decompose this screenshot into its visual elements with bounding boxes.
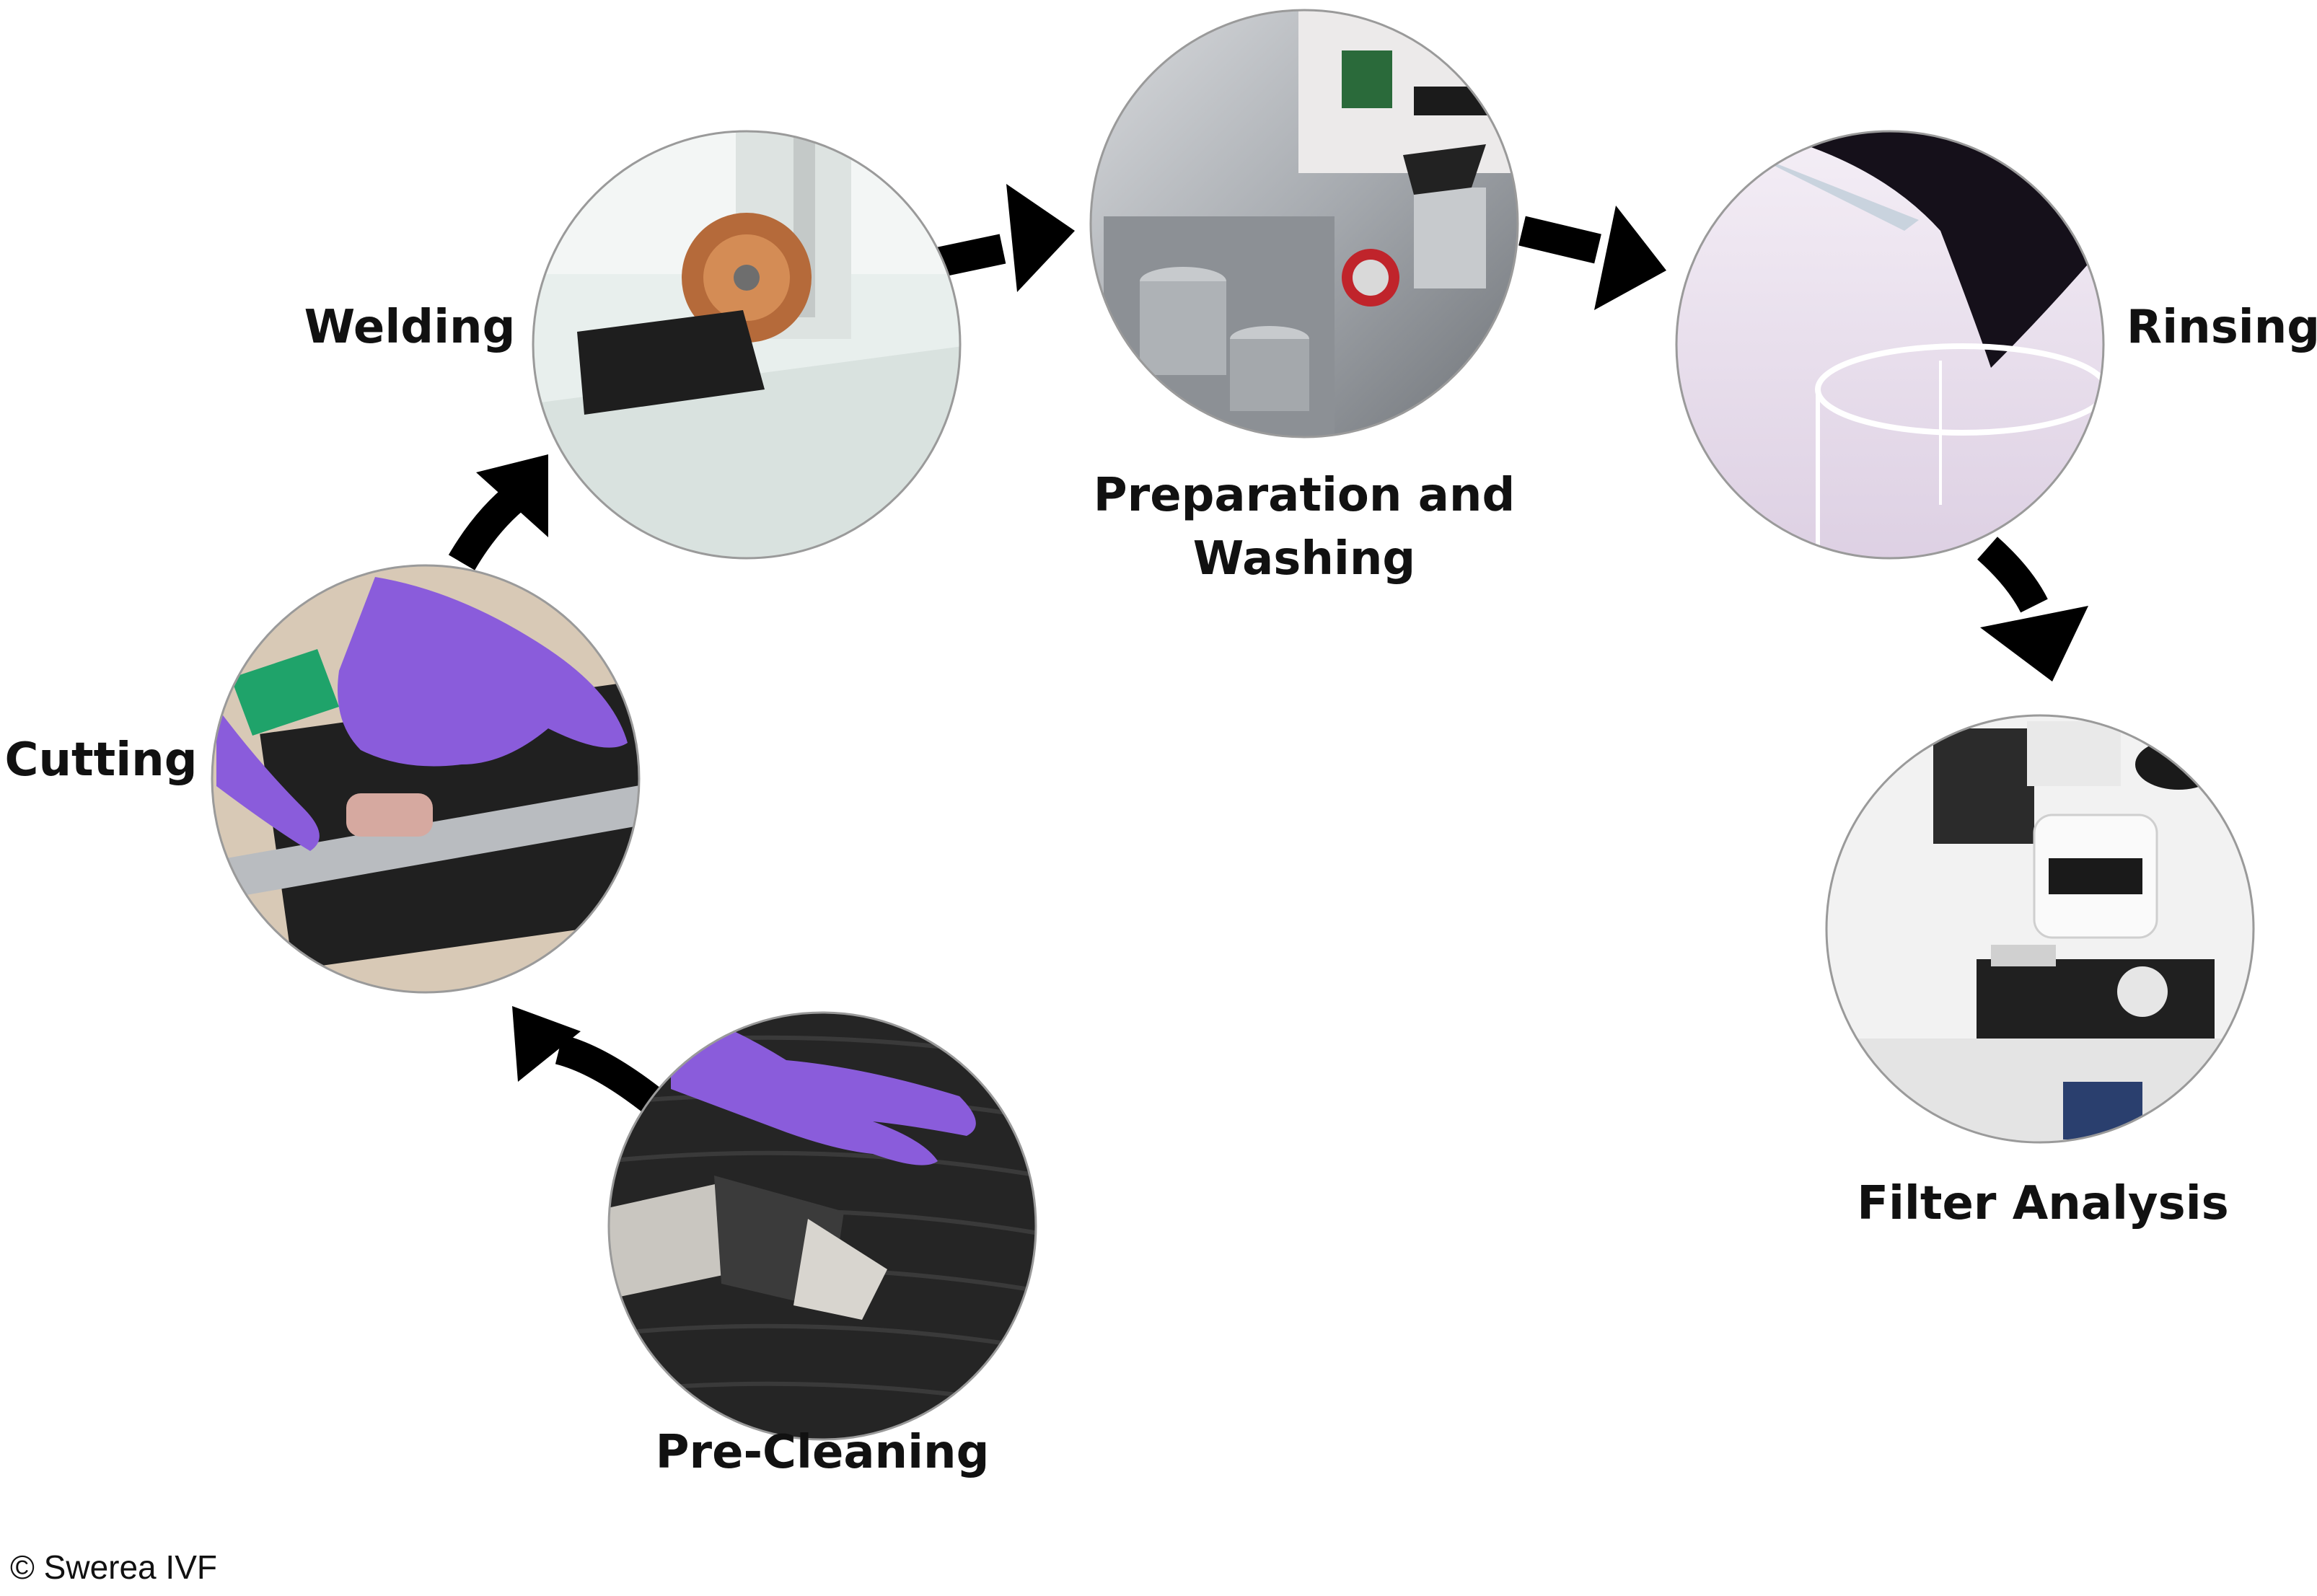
arrow-welding-to-preparation [931, 184, 1075, 292]
arrow-precleaning-to-cutting [512, 1006, 670, 1119]
step-label-cutting: Cutting [4, 733, 197, 787]
step-label-precleaning: Pre-Cleaning [656, 1426, 990, 1479]
step-label-rinsing: Rinsing [2127, 301, 2317, 354]
step-label-preparation-line2: Washing [1193, 532, 1415, 586]
rinsing-photo [1675, 130, 2105, 560]
cutting-photo [211, 564, 641, 994]
arrow-preparation-to-rinsing [1518, 206, 1666, 310]
filter-analysis-photo [1825, 714, 2255, 1144]
step-label-filter-analysis: Filter Analysis [1857, 1177, 2229, 1230]
arrow-rinsing-to-filter [1977, 537, 2088, 682]
welding-photo [532, 130, 962, 560]
preparation-washing-photo [1089, 9, 1519, 438]
step-label-preparation-line1: Preparation and [1094, 469, 1516, 522]
step-label-welding: Welding [304, 301, 516, 354]
arrow-cutting-to-welding [448, 454, 548, 570]
precleaning-photo [607, 1011, 1037, 1441]
copyright-credit: © Swerea IVF [10, 1548, 217, 1586]
